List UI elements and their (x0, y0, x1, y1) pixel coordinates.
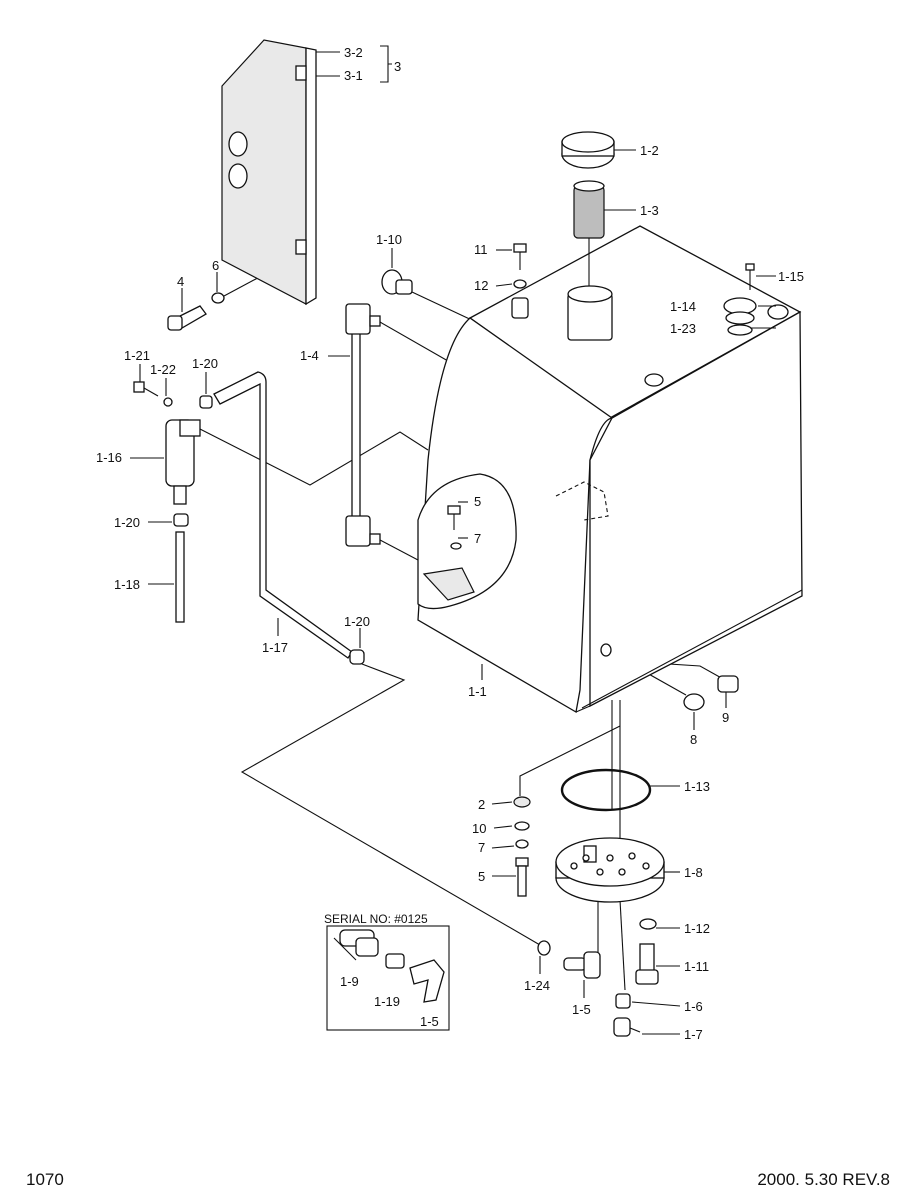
callout-1-20c: 1-20 (344, 614, 370, 629)
callout-11: 11 (474, 242, 488, 257)
callout-1-7: 1-7 (684, 1027, 703, 1042)
callout-7a: 7 (474, 531, 481, 546)
callout-1-22: 1-22 (150, 362, 176, 377)
fitting-9 (717, 675, 739, 693)
callout-10: 10 (472, 821, 486, 836)
callout-1-24: 1-24 (524, 978, 550, 993)
clamp-1-20a (199, 395, 213, 409)
washer-1-22 (163, 397, 173, 407)
strainer-1-3 (573, 180, 605, 290)
washer-10 (514, 821, 530, 831)
cover-plate-1-8 (555, 837, 665, 903)
callout-1-5: 1-5 (572, 1002, 591, 1017)
callout-1-20a: 1-20 (192, 356, 218, 371)
callout-1-15: 1-15 (778, 269, 804, 284)
callout-5a: 5 (474, 494, 481, 509)
line-filter-1-16 (165, 419, 201, 505)
bolt-5a (447, 505, 461, 530)
elbow-1-5-alt (409, 959, 445, 1003)
callout-1-3: 1-3 (640, 203, 659, 218)
bolt-11 (513, 243, 527, 270)
o-ring-1-13 (560, 768, 652, 812)
breather-1-14 (723, 297, 757, 336)
callout-1-4: 1-4 (300, 348, 319, 363)
callout-8: 8 (690, 732, 697, 747)
level-gauge-1-4 (345, 303, 381, 547)
callout-1-21: 1-21 (124, 348, 150, 363)
page-number: 1070 (26, 1170, 64, 1189)
serial-label-1-19: 1-19 (374, 994, 400, 1009)
callout-3: 3 (394, 59, 401, 74)
bolt-1-21 (133, 381, 159, 397)
callout-2: 2 (478, 797, 485, 812)
callout-3-1: 3-1 (344, 68, 363, 83)
callout-1-2: 1-2 (640, 143, 659, 158)
serial-box: SERIAL NO: #0125 1-9 1-19 1-5 (324, 912, 450, 1031)
callout-7b: 7 (478, 840, 485, 855)
callout-1-14: 1-14 (670, 299, 696, 314)
washer-7b (515, 839, 529, 849)
callout-4: 4 (177, 274, 184, 289)
clamp-1-20c (349, 649, 365, 665)
callout-1-1: 1-1 (468, 684, 487, 699)
callout-12: 12 (474, 278, 488, 293)
callout-1-20b: 1-20 (114, 515, 140, 530)
clamp-1-20b (173, 513, 189, 527)
hose-1-17 (213, 371, 353, 659)
fitting-1-6 (615, 993, 631, 1009)
callout-3-2: 3-2 (344, 45, 363, 60)
callout-1-12: 1-12 (684, 921, 710, 936)
callout-1-17: 1-17 (262, 640, 288, 655)
callout-5b: 5 (478, 869, 485, 884)
callout-9: 9 (722, 710, 729, 725)
elbow-1-7 (613, 1017, 641, 1037)
callout-1-11: 1-11 (684, 959, 709, 974)
screw-1-15 (745, 263, 755, 290)
fitting-1-11 (635, 943, 659, 985)
bolt-4 (167, 305, 207, 331)
fitting-1-10 (381, 269, 413, 295)
callout-leaders (130, 149, 776, 1035)
filler-neck (567, 285, 613, 341)
washer-12 (513, 279, 527, 289)
washer-2 (513, 796, 531, 808)
fitting-1-19 (385, 953, 405, 969)
callout-1-16: 1-16 (96, 450, 122, 465)
serial-box-title: SERIAL NO: #0125 (324, 912, 428, 926)
cover-panel (221, 39, 317, 306)
serial-label-1-5: 1-5 (420, 1014, 439, 1029)
callout-6: 6 (212, 258, 219, 273)
o-ring-1-24 (537, 940, 551, 956)
fitting-1-9 (333, 929, 379, 961)
cap-1-2 (561, 131, 615, 169)
callout-1-18: 1-18 (114, 577, 140, 592)
hydraulic-tank (417, 225, 803, 714)
callout-1-8: 1-8 (684, 865, 703, 880)
washer-1-12 (639, 918, 657, 930)
hose-1-18 (175, 531, 185, 623)
plug-8 (683, 693, 705, 711)
washer-6 (211, 292, 225, 304)
washer-7a (450, 542, 462, 550)
revision-date: 2000. 5.30 REV.8 (757, 1170, 890, 1189)
serial-label-1-9: 1-9 (340, 974, 359, 989)
callout-1-23: 1-23 (670, 321, 696, 336)
callout-1-6: 1-6 (684, 999, 703, 1014)
callout-1-13: 1-13 (684, 779, 710, 794)
elbow-1-5 (563, 951, 601, 979)
bolt-5b (515, 857, 529, 897)
callout-1-10: 1-10 (376, 232, 402, 247)
callout-labels: 3-2 3-1 3 6 4 1-10 11 12 1-2 1-3 1-15 1-… (96, 45, 804, 1042)
